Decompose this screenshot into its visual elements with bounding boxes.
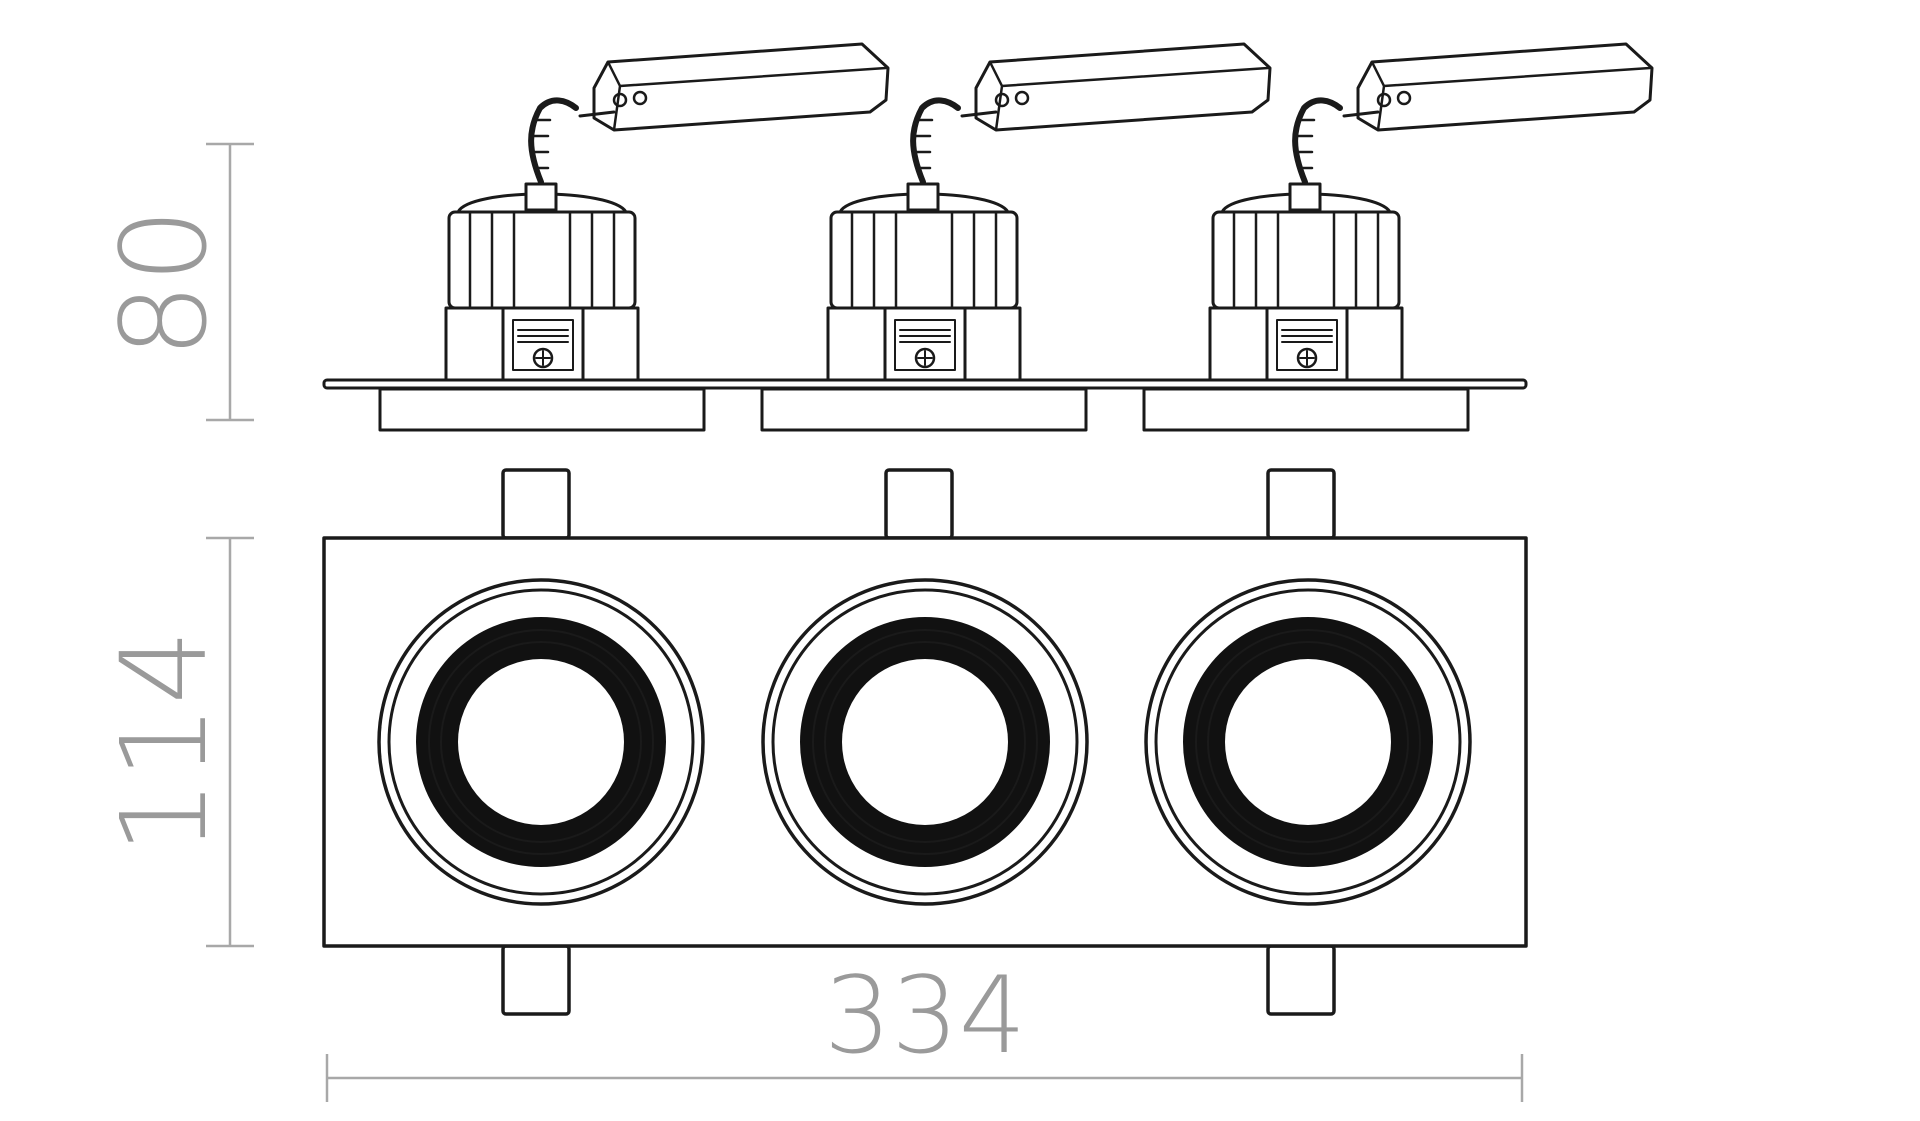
lens-module-right [1144,578,1472,906]
lens-module-center [761,578,1089,906]
bezel-ring [760,387,1088,432]
cable [1292,97,1343,185]
spring-clip [1266,468,1336,540]
dimension-depth-label: 114 [95,629,233,854]
led-driver [960,42,1272,132]
lens-aperture [458,659,624,825]
spring-clip [501,944,571,1016]
dimension-width-label: 334 [824,954,1026,1077]
side-view [322,42,1654,432]
dimension-depth-line [206,536,254,948]
bezel-ring [1142,387,1470,432]
dimension-height-label: 80 [95,208,233,358]
led-driver [1342,42,1654,132]
side-module-left [378,42,890,432]
front-view [322,468,1528,1016]
heatsink [447,210,637,310]
dimension-height-line [206,142,254,422]
side-module-right [1142,42,1654,432]
cable [528,97,579,185]
spring-clip [501,468,571,540]
terminal-block-inner [512,319,574,371]
lens-aperture [842,659,1008,825]
heatsink [1211,210,1401,310]
bezel-ring [378,387,706,432]
led-driver [578,42,890,132]
spring-clip [884,468,954,540]
dimension-width-line [325,1054,1524,1102]
spring-clip [1266,944,1336,1016]
lens-module-left [377,578,705,906]
lens-aperture [1225,659,1391,825]
cable [910,97,961,185]
side-module-center [760,42,1272,432]
heatsink [829,210,1019,310]
